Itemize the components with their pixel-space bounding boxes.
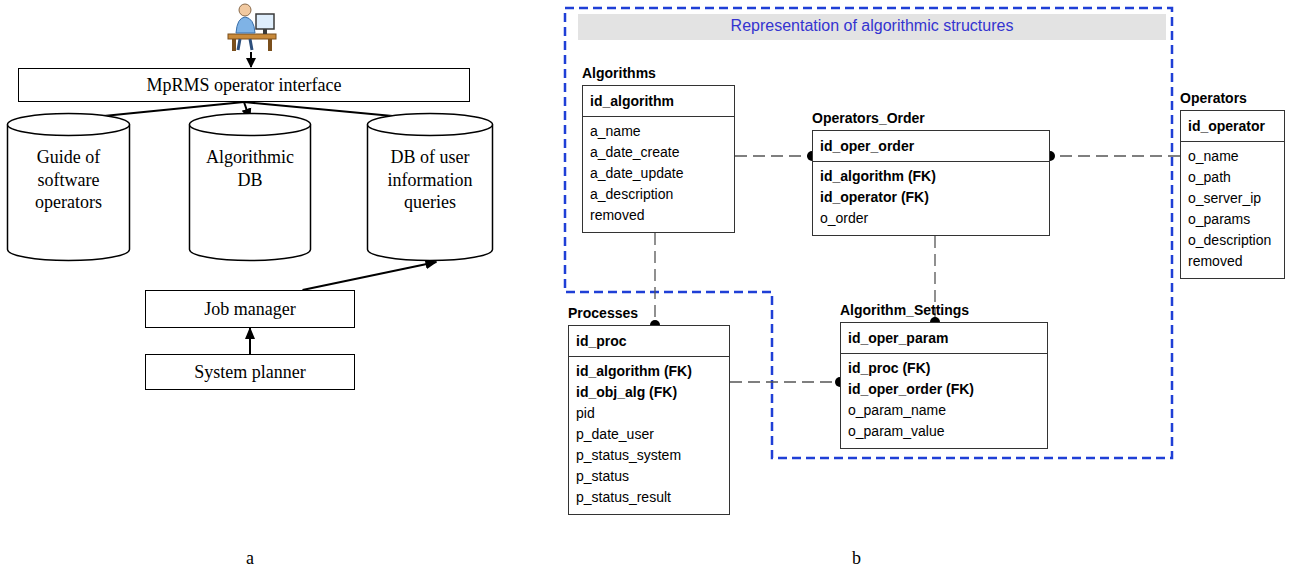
database-cylinder: Algorithmic DB [188, 112, 312, 262]
table-name: Operators [1180, 90, 1247, 106]
primary-key: id_oper_order [820, 138, 914, 154]
relation-line [654, 233, 655, 325]
primary-key: id_proc [576, 333, 627, 349]
attribute: a_date_create [590, 142, 727, 163]
cylinder-top [368, 114, 493, 136]
entity-table: Algorithm_Settingsid_oper_paramid_proc (… [840, 322, 1048, 449]
database-label: DB of user information queries [372, 146, 488, 214]
title-band: Representation of algorithmic structures [578, 14, 1166, 40]
entity-table: Operatorsid_operatoro_nameo_patho_server… [1180, 110, 1285, 279]
database-cylinder: DB of user information queries [366, 112, 494, 262]
attribute: p_date_user [576, 424, 722, 445]
relation-line [730, 381, 840, 382]
box-label: MpRMS operator interface [147, 75, 342, 96]
user-icon [228, 4, 276, 51]
cylinder-body [368, 125, 493, 261]
attribute-section: o_nameo_patho_server_ipo_paramso_descrip… [1181, 142, 1284, 278]
attribute: id_algorithm (FK) [576, 361, 722, 382]
attribute: id_oper_order (FK) [848, 379, 1040, 400]
attribute: o_order [820, 208, 1042, 229]
box-label: Job manager [204, 299, 295, 320]
primary-key: id_operator [1188, 118, 1265, 134]
attribute: id_obj_alg (FK) [576, 382, 722, 403]
attribute: removed [1188, 251, 1277, 272]
primary-key: id_algorithm [590, 93, 674, 109]
key-section: id_oper_param [841, 323, 1047, 354]
box-label: System planner [194, 362, 305, 383]
attribute: o_param_value [848, 421, 1040, 442]
key-section: id_oper_order [813, 131, 1049, 162]
process-box: System planner [145, 354, 355, 390]
attribute: p_status_system [576, 445, 722, 466]
cylinder-top [190, 114, 311, 136]
attribute: removed [590, 205, 727, 226]
attribute: p_status [576, 466, 722, 487]
cylinder-top [8, 114, 130, 136]
relation-line [735, 155, 812, 156]
region-outline [565, 8, 1172, 458]
cylinder-body [190, 125, 311, 261]
attribute-section: id_algorithm (FK)id_operator (FK)o_order [813, 162, 1049, 235]
key-section: id_algorithm [583, 86, 734, 117]
attribute: a_description [590, 184, 727, 205]
table-name: Algorithms [582, 65, 656, 81]
table-name: Processes [568, 305, 638, 321]
attribute-section: a_namea_date_createa_date_updatea_descri… [583, 117, 734, 232]
panel-label: b [852, 548, 861, 569]
database-label: Guide of software operators [12, 146, 125, 214]
table-name: Operators_Order [812, 110, 925, 126]
panel-label: a [246, 548, 254, 569]
key-section: id_proc [569, 326, 729, 357]
attribute: p_status_result [576, 487, 722, 508]
attribute: o_path [1188, 167, 1277, 188]
title-text: Representation of algorithmic structures [731, 17, 1014, 34]
flow-arrow [303, 262, 437, 290]
attribute: id_proc (FK) [848, 358, 1040, 379]
attribute: a_name [590, 121, 727, 142]
attribute: id_algorithm (FK) [820, 166, 1042, 187]
icon-arrow [250, 52, 252, 67]
attribute-section: id_algorithm (FK)id_obj_alg (FK)pidp_dat… [569, 357, 729, 514]
entity-table: Processesid_procid_algorithm (FK)id_obj_… [568, 325, 730, 515]
interface-box: MpRMS operator interface [18, 68, 470, 102]
process-box: Job manager [145, 290, 355, 328]
attribute: o_description [1188, 230, 1277, 251]
attribute: o_params [1188, 209, 1277, 230]
attribute: o_name [1188, 146, 1277, 167]
flow-arrow [249, 328, 251, 354]
attribute: a_date_update [590, 163, 727, 184]
relation-line [1050, 155, 1180, 156]
attribute-section: id_proc (FK)id_oper_order (FK)o_param_na… [841, 354, 1047, 448]
attribute: o_param_name [848, 400, 1040, 421]
key-section: id_operator [1181, 111, 1284, 142]
attribute: id_operator (FK) [820, 187, 1042, 208]
entity-table: Algorithmsid_algorithma_namea_date_creat… [582, 85, 735, 233]
database-label: Algorithmic DB [194, 146, 306, 191]
entity-table: Operators_Orderid_oper_orderid_algorithm… [812, 130, 1050, 236]
cylinder-body [8, 125, 130, 261]
table-name: Algorithm_Settings [840, 302, 969, 318]
attribute: pid [576, 403, 722, 424]
database-cylinder: Guide of software operators [6, 112, 131, 262]
primary-key: id_oper_param [848, 330, 948, 346]
attribute: o_server_ip [1188, 188, 1277, 209]
